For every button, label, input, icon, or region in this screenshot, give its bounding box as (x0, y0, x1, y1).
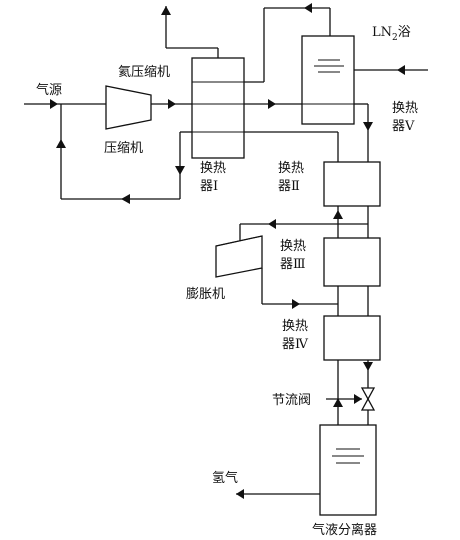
hx4-label-line2: 器Ⅳ (282, 337, 309, 352)
throttle-valve-lower (360, 397, 376, 411)
hydrogen-out-arrow (236, 489, 244, 499)
hx1-label-line1: 换热 (200, 161, 226, 176)
hx1-label-line2: 器Ⅰ (200, 179, 218, 194)
ln2-inlet-arrow (397, 65, 405, 75)
hx2-label-line1: 换热 (278, 161, 304, 176)
hx5-label-line2: 器Ⅴ (392, 119, 415, 134)
ln2-bath-box (301, 35, 355, 125)
expander-out-arrow (292, 299, 300, 309)
bath-vent-arrow (304, 3, 312, 13)
hx3-label-line2: 器Ⅲ (280, 257, 306, 272)
main-down-arrow (363, 362, 373, 371)
hx5-label-line1: 换热 (392, 101, 418, 116)
hydrogen-label: 氢气 (212, 470, 238, 486)
valve-pointer-arrow (354, 394, 362, 404)
hx1-box (191, 57, 245, 159)
hx1-to-bath-arrow (268, 99, 276, 109)
main-down-arrow (363, 122, 373, 131)
hx4-box (323, 315, 381, 361)
he-up-arrow (161, 6, 171, 15)
throttle-valve-upper (360, 387, 376, 401)
compressor-shape (105, 85, 152, 130)
separator-label: 气液分离器 (312, 522, 377, 538)
separator-box (319, 424, 377, 516)
hx3-box (323, 237, 381, 287)
hx3-label-line1: 换热 (280, 239, 306, 254)
gas-source-label: 气源 (36, 82, 62, 98)
ln2-bath-label: LN2浴 (372, 25, 411, 43)
hx4-label-line1: 换热 (282, 319, 308, 334)
return-up-arrow (333, 398, 343, 407)
hx2-box (323, 161, 381, 207)
expander-in-arrow (268, 219, 276, 229)
recycle-left-arrow (121, 194, 130, 204)
expander-label: 膨胀机 (186, 287, 225, 302)
helium-compressor-label: 氦压缩机 (118, 64, 170, 80)
throttle-valve-label: 节流阀 (272, 393, 311, 408)
hx2-label-line2: 器Ⅱ (278, 179, 300, 194)
expander-shape (215, 235, 263, 278)
gas-source-arrow (50, 99, 58, 109)
compressor-label: 压缩机 (104, 140, 143, 156)
recycle-down-arrow (175, 166, 185, 175)
recycle-up-arrow (56, 139, 66, 148)
expander-edge (215, 235, 263, 247)
return-up-arrow (333, 210, 343, 219)
compressor-out-arrow (168, 99, 176, 109)
